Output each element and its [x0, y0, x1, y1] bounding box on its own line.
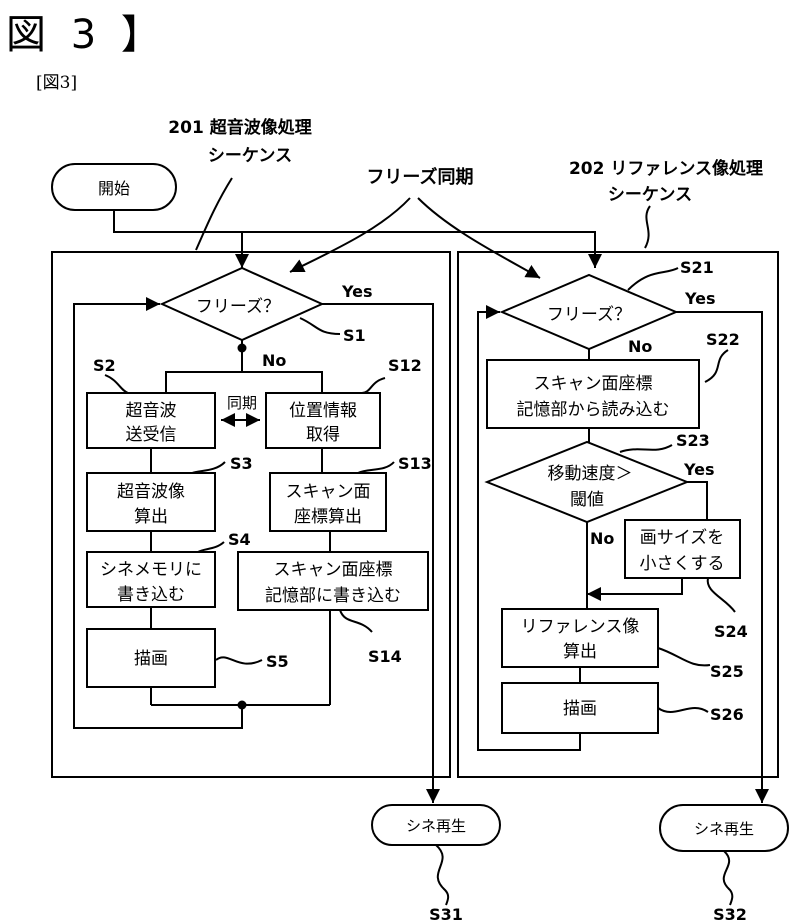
- s31-label: シネ再生: [406, 817, 466, 835]
- left-yes-label: Yes: [341, 282, 373, 301]
- s24-leader: [708, 578, 735, 612]
- right-yes-label: Yes: [684, 289, 716, 308]
- s14-leader: [340, 610, 372, 632]
- s12-tag: S12: [388, 356, 422, 375]
- s23-line1: 移動速度＞: [548, 464, 633, 484]
- s25-leader: [658, 648, 710, 665]
- s13-tag: S13: [398, 454, 432, 473]
- s13-leader: [358, 462, 394, 473]
- left-fork: [166, 372, 322, 393]
- right-decision-label: フリーズ？: [547, 305, 631, 325]
- right-no-label: No: [628, 337, 652, 356]
- s23-tag: S23: [676, 431, 710, 450]
- s5-tag: S5: [266, 652, 289, 671]
- freeze-sync-label: フリーズ同期: [366, 166, 473, 188]
- s1-leader: [300, 318, 340, 334]
- s23-yes-path: [687, 482, 707, 520]
- s13-line2: 座標算出: [294, 507, 362, 527]
- s14-line1: スキャン面座標: [274, 560, 393, 580]
- seq202-leader: [645, 206, 650, 248]
- s26-tag: S26: [710, 705, 744, 724]
- s24-line2: 小さくする: [640, 554, 725, 574]
- s1-tag: S1: [343, 326, 366, 345]
- freeze-sync-arrow-right: [418, 198, 540, 278]
- s12-line2: 取得: [306, 425, 340, 445]
- seq201-title-line2: シーケンス: [208, 146, 292, 166]
- left-merge-junction: [238, 701, 247, 710]
- s2-line2: 送受信: [126, 425, 177, 445]
- s21-tag: S21: [680, 258, 714, 277]
- s5-label: 描画: [134, 649, 168, 669]
- freeze-sync-arrow-left: [290, 198, 410, 272]
- s13-line1: スキャン面: [286, 482, 371, 502]
- s32-tag: S32: [713, 905, 747, 923]
- s24-merge-arrow: [587, 578, 682, 594]
- left-decision-label: フリーズ？: [196, 297, 280, 317]
- left-yes-path: [322, 304, 433, 803]
- s32-leader: [724, 851, 733, 905]
- s22-leader: [705, 350, 728, 382]
- seq202-title-line2: シーケンス: [608, 185, 692, 205]
- s4-line2: 書き込む: [117, 585, 185, 605]
- left-no-junction: [238, 344, 247, 353]
- start-label: 開始: [98, 179, 130, 198]
- s3-line2: 算出: [134, 507, 168, 527]
- seq202-title-line1: 202 リファレンス像処理: [569, 159, 763, 179]
- s23-leader: [620, 445, 672, 452]
- s23-line2: 閾値: [570, 490, 604, 510]
- seq201-title-line1: 201 超音波像処理: [168, 117, 311, 138]
- s23-no-label: No: [590, 529, 614, 548]
- s14-line2: 記憶部に書き込む: [265, 586, 401, 606]
- s4-leader: [198, 542, 224, 552]
- s24-tag: S24: [714, 622, 748, 641]
- s24-line1: 画サイズを: [640, 528, 725, 548]
- s21-leader: [628, 268, 678, 290]
- s22-line1: スキャン面座標: [534, 374, 653, 394]
- s26-leader: [658, 708, 708, 712]
- s4-tag: S4: [228, 530, 251, 549]
- s23-yes-label: Yes: [683, 460, 715, 479]
- seq201-frame: [52, 252, 450, 777]
- sync-label: 同期: [227, 394, 257, 412]
- s3-leader: [192, 462, 225, 473]
- s26-label: 描画: [563, 699, 597, 719]
- s12-leader: [362, 378, 385, 393]
- s14-tag: S14: [368, 647, 402, 666]
- s12-line1: 位置情報: [289, 401, 357, 421]
- s31-leader: [436, 845, 448, 905]
- s2-leader: [105, 375, 128, 393]
- s25-line2: 算出: [563, 642, 597, 662]
- left-no-label: No: [262, 351, 286, 370]
- s2-tag: S2: [93, 356, 116, 375]
- s22-line2: 記憶部から読み込む: [517, 400, 670, 420]
- s3-line1: 超音波像: [117, 482, 185, 502]
- s4-line1: シネメモリに: [100, 560, 202, 580]
- s31-tag: S31: [429, 905, 463, 923]
- s2-line1: 超音波: [126, 401, 177, 421]
- seq201-leader: [196, 178, 232, 250]
- s25-line1: リファレンス像: [521, 617, 640, 637]
- s25-tag: S25: [710, 662, 744, 681]
- s22-tag: S22: [706, 330, 740, 349]
- s3-tag: S3: [230, 454, 253, 473]
- s5-leader: [216, 657, 262, 663]
- s32-label: シネ再生: [694, 820, 754, 838]
